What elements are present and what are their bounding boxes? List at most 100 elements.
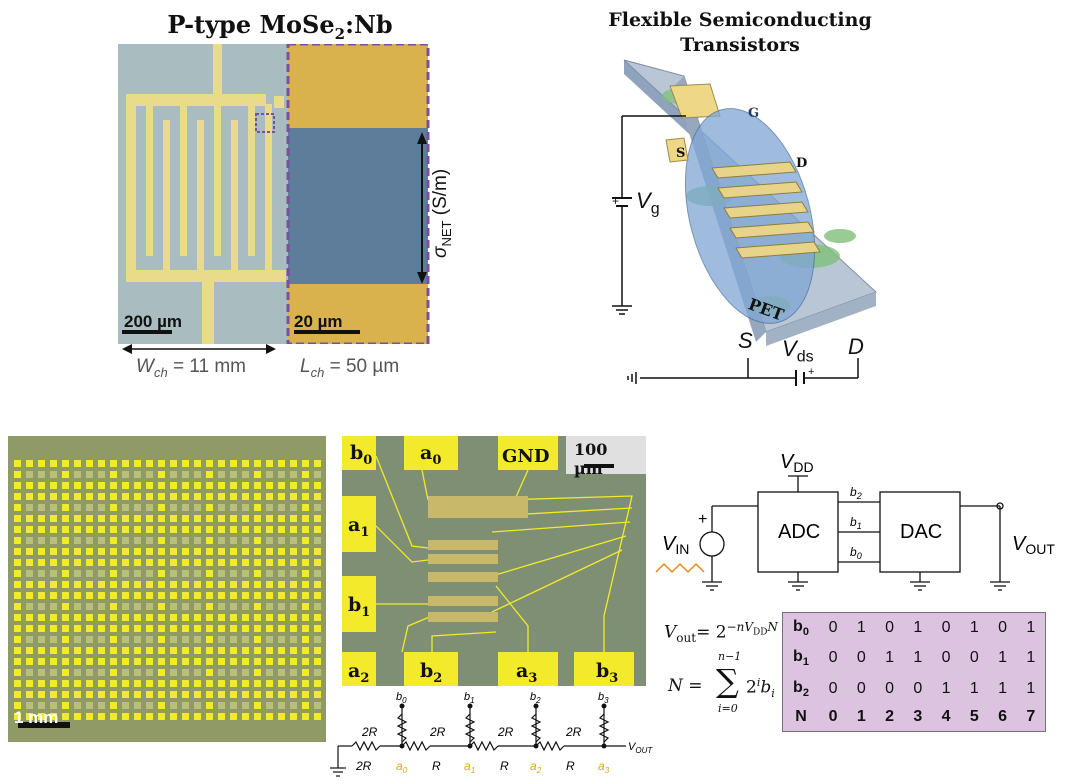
array-pad bbox=[278, 603, 285, 610]
array-pad bbox=[50, 614, 57, 621]
array-pad bbox=[38, 658, 45, 665]
array-pad bbox=[122, 482, 129, 489]
array-pad bbox=[26, 669, 33, 676]
array-pad bbox=[14, 625, 21, 632]
array-pad bbox=[230, 526, 237, 533]
array-pad bbox=[158, 702, 165, 709]
array-pad bbox=[146, 614, 153, 621]
array-pad bbox=[182, 691, 189, 698]
pad-b1: b1 bbox=[348, 594, 371, 620]
r2r-ladder-schematic: b0 b1 b2 b3 2R 2R 2R 2R 2R R R R a0 a1 a… bbox=[330, 691, 653, 777]
truth-table-row-label: N bbox=[795, 708, 807, 726]
array-pad bbox=[242, 603, 249, 610]
array-pad bbox=[110, 702, 117, 709]
array-pad bbox=[278, 570, 285, 577]
array-pad bbox=[230, 592, 237, 599]
array-pad bbox=[158, 460, 165, 467]
array-pad bbox=[182, 526, 189, 533]
array-pad bbox=[98, 493, 105, 500]
scale-bar-200um bbox=[122, 330, 172, 334]
array-pad bbox=[266, 614, 273, 621]
array-pad bbox=[86, 658, 93, 665]
array-pad bbox=[146, 570, 153, 577]
array-pad bbox=[14, 592, 21, 599]
array-pad bbox=[38, 493, 45, 500]
array-pad bbox=[14, 460, 21, 467]
array-pad bbox=[62, 548, 69, 555]
array-pad bbox=[158, 504, 165, 511]
array-pad bbox=[38, 482, 45, 489]
array-pad bbox=[110, 559, 117, 566]
array-pad bbox=[230, 493, 237, 500]
array-pad bbox=[74, 537, 81, 544]
array-pad bbox=[158, 614, 165, 621]
array-pad bbox=[290, 504, 297, 511]
vg-label: Vg bbox=[636, 188, 660, 218]
array-pad bbox=[266, 592, 273, 599]
array-pad bbox=[266, 526, 273, 533]
array-pad bbox=[62, 691, 69, 698]
array-pad bbox=[122, 669, 129, 676]
truth-table-cell: 1 bbox=[998, 649, 1008, 667]
array-pad bbox=[290, 471, 297, 478]
array-pad bbox=[182, 702, 189, 709]
array-pad bbox=[230, 548, 237, 555]
array-pad bbox=[122, 526, 129, 533]
array-pad bbox=[314, 669, 321, 676]
array-pad bbox=[266, 570, 273, 577]
array-pad bbox=[50, 460, 57, 467]
array-pad bbox=[38, 460, 45, 467]
array-pad bbox=[302, 504, 309, 511]
array-pad bbox=[62, 504, 69, 511]
array-pad bbox=[26, 680, 33, 687]
array-pad bbox=[278, 636, 285, 643]
array-pad bbox=[26, 504, 33, 511]
array-pad bbox=[134, 537, 141, 544]
array-pad bbox=[50, 713, 57, 720]
array-pad bbox=[242, 515, 249, 522]
array-pad bbox=[134, 680, 141, 687]
array-pad bbox=[110, 526, 117, 533]
truth-table-cell: 0 bbox=[828, 649, 838, 667]
array-pad bbox=[242, 526, 249, 533]
array-pad bbox=[98, 603, 105, 610]
array-pad bbox=[50, 669, 57, 676]
array-pad bbox=[158, 636, 165, 643]
array-pad bbox=[122, 614, 129, 621]
array-pad bbox=[50, 658, 57, 665]
array-pad bbox=[86, 548, 93, 555]
array-pad bbox=[170, 460, 177, 467]
array-pad bbox=[290, 482, 297, 489]
ladder-r-bot-3: R bbox=[566, 759, 575, 773]
array-pad bbox=[254, 669, 261, 676]
array-pad bbox=[26, 581, 33, 588]
array-pad bbox=[194, 691, 201, 698]
array-pad bbox=[218, 559, 225, 566]
array-pad bbox=[278, 482, 285, 489]
scale-label-100um: 100 µm bbox=[574, 440, 608, 478]
truth-table-cell: 0 bbox=[941, 619, 951, 637]
array-pad bbox=[98, 559, 105, 566]
array-pad bbox=[170, 669, 177, 676]
array-pad bbox=[302, 482, 309, 489]
array-pad bbox=[278, 581, 285, 588]
array-pad bbox=[134, 647, 141, 654]
array-pad bbox=[302, 702, 309, 709]
array-pad bbox=[122, 460, 129, 467]
array-pad bbox=[122, 658, 129, 665]
array-pad bbox=[86, 702, 93, 709]
array-pad bbox=[26, 592, 33, 599]
array-pad bbox=[242, 504, 249, 511]
array-pad bbox=[62, 669, 69, 676]
array-pad bbox=[278, 515, 285, 522]
array-pad bbox=[218, 636, 225, 643]
array-pad bbox=[86, 460, 93, 467]
array-pad bbox=[62, 625, 69, 632]
array-pad bbox=[134, 581, 141, 588]
array-pad bbox=[278, 669, 285, 676]
array-pad bbox=[14, 680, 21, 687]
array-pad bbox=[302, 460, 309, 467]
array-pad bbox=[98, 669, 105, 676]
array-pad bbox=[182, 647, 189, 654]
pad-a0: a0 bbox=[420, 442, 442, 468]
